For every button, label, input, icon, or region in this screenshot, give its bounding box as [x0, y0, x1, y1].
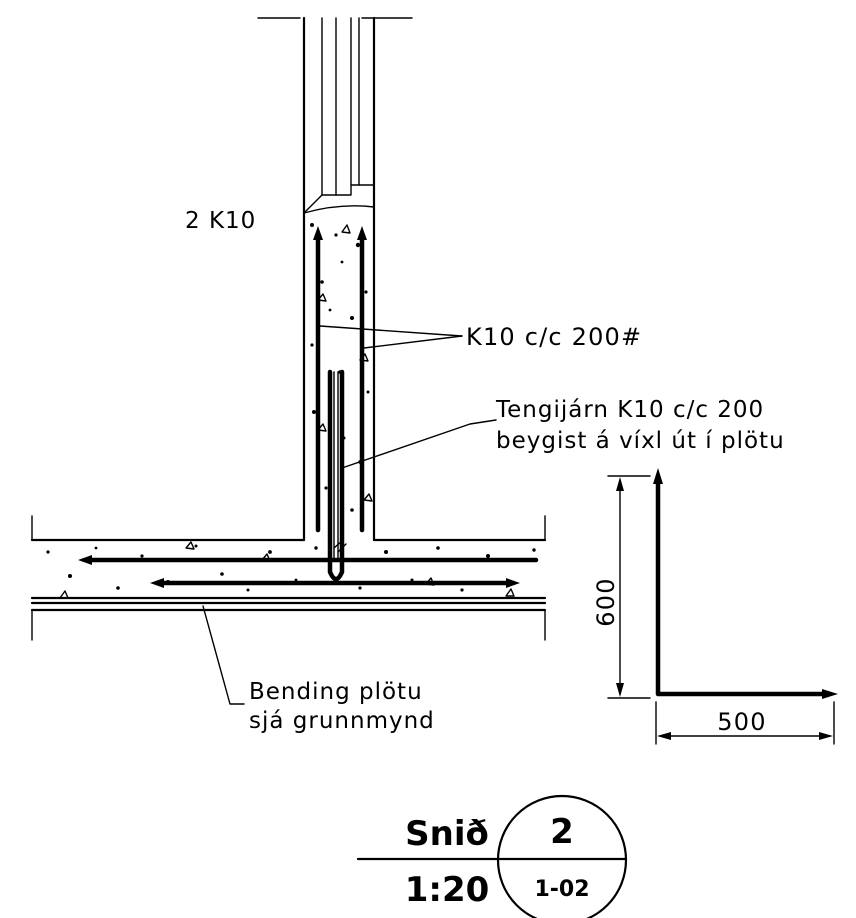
vertical-bars [313, 226, 367, 533]
slab-concrete-fill [46, 541, 536, 599]
height-dimension: 600 [592, 577, 620, 626]
slab [30, 515, 547, 641]
slab-reinforcement-label-line1: Bending plötu [249, 679, 423, 705]
wall-bars-label: 2 K10 [185, 208, 256, 234]
section-label: Snið [405, 814, 489, 854]
vertical-bars-label: K10 c/c 200# [466, 323, 642, 351]
sheet-reference: 1-02 [534, 877, 589, 902]
bar-shape-detail [607, 468, 838, 745]
section-number: 2 [550, 812, 574, 852]
section-title-block [356, 794, 628, 918]
starter-bar [327, 369, 347, 582]
slab-reinforcement-label-line2: sjá grunnmynd [249, 708, 435, 734]
starter-bars-label-line2: beygist á víxl út í plötu [496, 428, 785, 454]
starter-bars-label-line1: Tengijárn K10 c/c 200 [495, 397, 764, 423]
leaders [202, 325, 497, 705]
slab-bars [78, 555, 539, 588]
length-dimension: 500 [717, 708, 766, 736]
wall-upper [257, 16, 413, 542]
scale-label: 1:20 [405, 870, 490, 910]
